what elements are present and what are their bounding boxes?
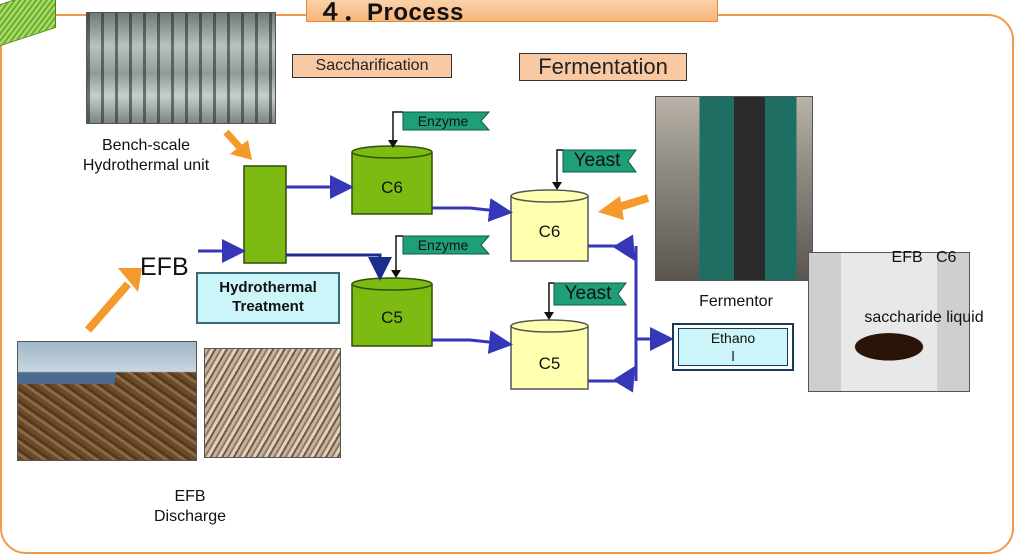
ferm-vessel-c6 — [510, 189, 589, 262]
yeast-label-2: Yeast — [564, 283, 612, 304]
sacc-c6-label: C6 — [381, 178, 403, 197]
flow-arrow-sacc-c5-to-ferm-c5 — [432, 330, 513, 354]
flow-arrow-ferm-c6-out — [588, 234, 636, 262]
ethanol-box: Ethano l — [678, 328, 788, 366]
flow-arrow-reactor-to-c5 — [286, 253, 392, 281]
title-banner — [306, 0, 718, 22]
efb-pile-photo — [17, 341, 197, 461]
efb-label: EFB — [140, 253, 189, 281]
fermentor-caption: Fermentor — [699, 293, 773, 310]
orange-arrow-unit-photo — [223, 129, 252, 160]
enzyme-label-2: Enzyme — [417, 237, 469, 253]
liquid-line1: EFB C6 — [891, 249, 957, 266]
efb-discharge-line2: Discharge — [153, 508, 227, 525]
orange-arrow-fermentor — [598, 194, 650, 220]
yeast-flag-2 — [544, 282, 627, 320]
ferm-c5-label: C5 — [538, 354, 561, 373]
fermentor-photo — [655, 96, 813, 281]
process-diagram — [84, 111, 674, 393]
page-title: ４．Process — [318, 0, 464, 26]
sacc-c5-label: C5 — [381, 308, 403, 327]
yeast-label-1: Yeast — [573, 150, 621, 171]
saccharide-liquid-photo — [808, 252, 970, 392]
ferm-c6-label: C6 — [538, 222, 561, 241]
hydrothermal-reactor — [243, 165, 287, 264]
hydrothermal-unit-photo — [86, 12, 276, 124]
efb-discharge-line1: EFB — [174, 488, 206, 505]
efb-discharge-caption: EFB Discharge — [140, 487, 240, 527]
hydrothermal-line2: Treatment — [232, 298, 304, 315]
ethanol-line1: Ethano — [710, 330, 756, 346]
flow-arrow-sacc-c6-to-ferm-c6 — [432, 198, 513, 222]
hydrothermal-treatment-label: Hydrothermal Treatment — [196, 272, 340, 324]
flow-arrow-ferm-c5-out — [588, 365, 636, 393]
enzyme-flag-1 — [388, 111, 491, 148]
bench-unit-line2: Hydrothermal unit — [82, 157, 210, 174]
bench-unit-line1: Bench-scale — [101, 137, 191, 154]
fermentation-label: Fermentation — [519, 53, 687, 81]
yeast-flag-1 — [552, 149, 637, 190]
liquid-line2: saccharide liquid — [864, 309, 984, 326]
ferm-vessel-c5 — [510, 319, 589, 390]
hydrothermal-line1: Hydrothermal — [219, 279, 317, 297]
sacc-vessel-c5 — [351, 277, 433, 347]
saccharification-label: Saccharification — [292, 54, 452, 78]
enzyme-flag-2 — [391, 235, 491, 278]
ethanol-line2: l — [731, 348, 735, 365]
orange-arrow-efb-photo — [84, 268, 142, 333]
bench-unit-caption: Bench-scale Hydrothermal unit — [58, 136, 234, 176]
saccharide-liquid-caption: EFB C6 saccharide liquid — [834, 208, 1014, 348]
enzyme-label-1: Enzyme — [417, 113, 469, 129]
efb-fiber-photo — [204, 348, 341, 458]
